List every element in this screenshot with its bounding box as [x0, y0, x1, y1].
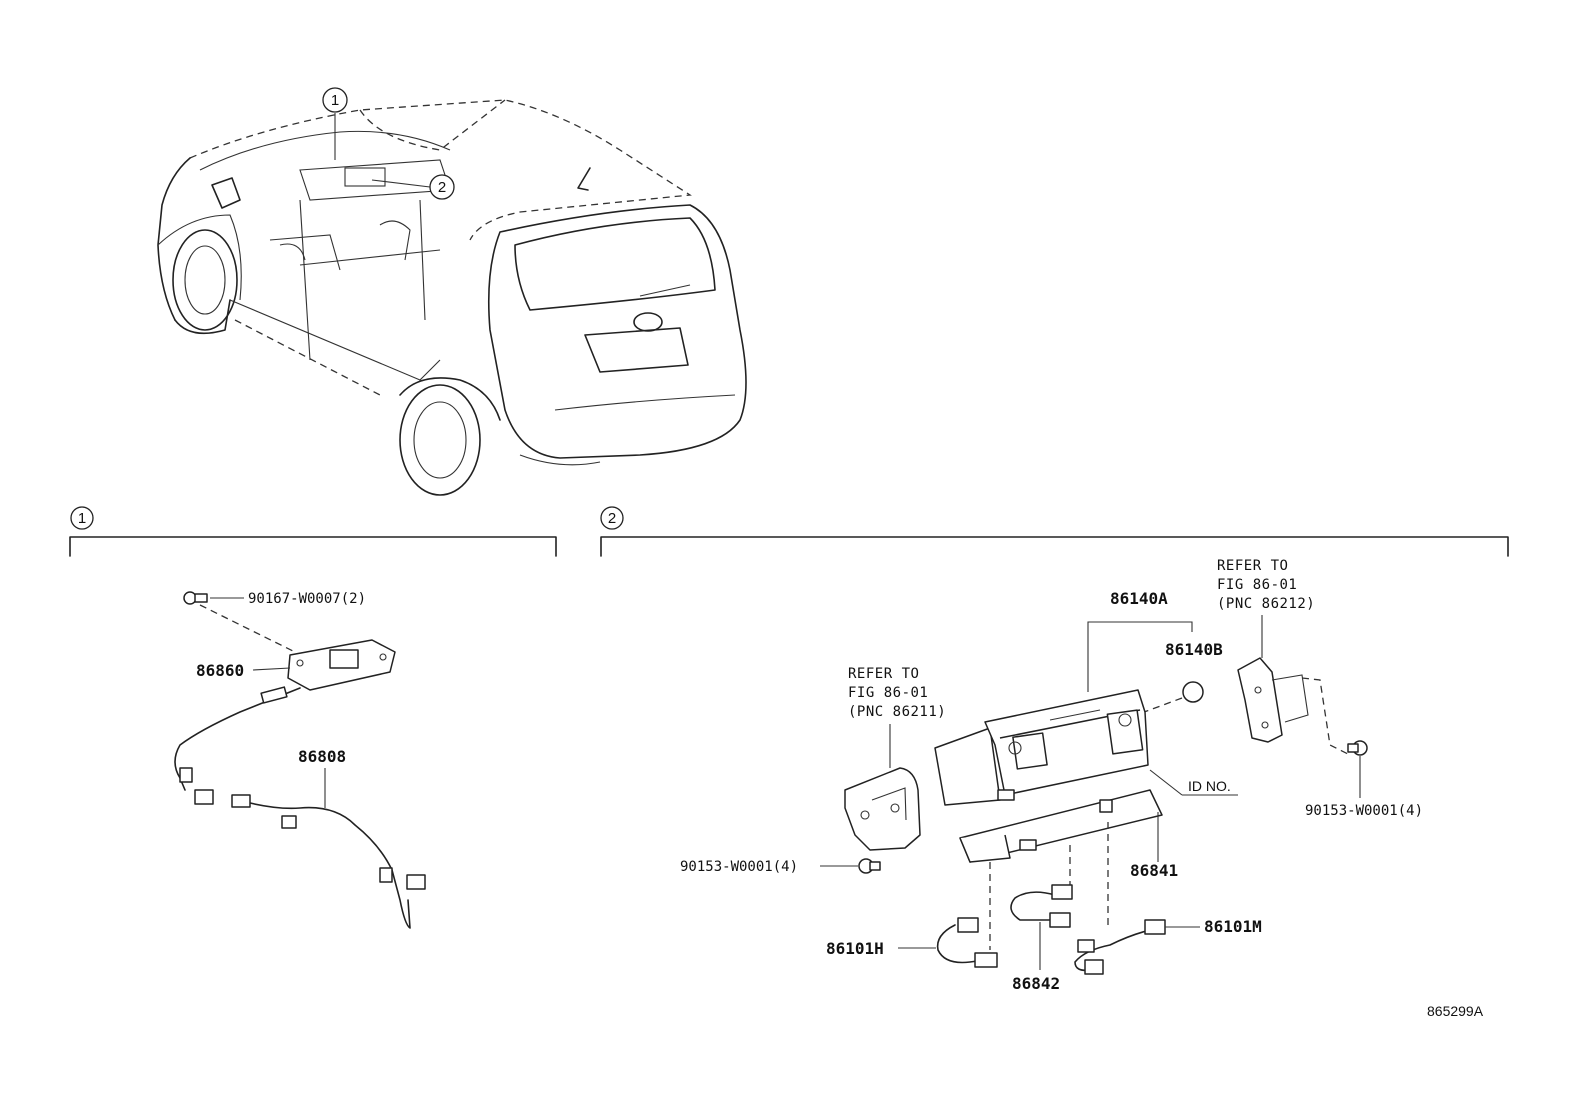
right-mounting-bracket — [1237, 657, 1309, 743]
cable-86101H — [936, 917, 998, 968]
section-1-marker: 1 — [70, 506, 94, 530]
connector-icon — [194, 789, 214, 805]
refer-right-line1: REFER TO — [1217, 558, 1288, 574]
label-id-no: ID NO. — [1188, 778, 1231, 794]
svg-text:2: 2 — [438, 179, 446, 196]
section-2: 2 REFER TO FIG 86-01 (PNC 86211) 90153-W… — [600, 506, 1509, 993]
bolt-90167-icon — [183, 591, 208, 605]
diagram-reference-number: 865299A — [1427, 1003, 1484, 1019]
label-90167-W0007: 90167-W0007(2) — [248, 591, 366, 607]
section-1-bracket — [69, 536, 557, 557]
left-mounting-bracket — [844, 767, 921, 851]
label-86860: 86860 — [196, 661, 244, 680]
vehicle-illustration — [157, 99, 747, 496]
refer-left-line2: FIG 86-01 — [848, 685, 928, 701]
connector-icon — [1049, 912, 1071, 928]
cable-86101M — [1074, 919, 1166, 975]
part-86140B-cap — [1182, 681, 1204, 703]
label-86808: 86808 — [298, 747, 346, 766]
connector-icon — [1084, 959, 1104, 975]
label-86101H: 86101H — [826, 939, 884, 958]
connector-icon — [406, 874, 426, 890]
refer-left-line1: REFER TO — [848, 666, 919, 682]
section-2-bracket — [600, 536, 1509, 557]
callout-1: 1 — [322, 87, 348, 113]
bolt-left-icon — [858, 858, 881, 874]
cable-86860 — [174, 687, 301, 791]
connector-icon — [974, 952, 998, 968]
bolt-right-icon — [1347, 740, 1368, 756]
refer-right-line3: (PNC 86212) — [1217, 596, 1315, 612]
label-90153-right: 90153-W0001(4) — [1305, 803, 1423, 819]
svg-text:2: 2 — [608, 510, 616, 527]
part-86841-module — [959, 789, 1163, 863]
label-86101M: 86101M — [1204, 917, 1262, 936]
part-86860-bracket — [287, 639, 396, 691]
label-86140B: 86140B — [1165, 640, 1223, 659]
svg-text:1: 1 — [78, 510, 86, 527]
connector-icon — [1144, 919, 1166, 935]
label-86841: 86841 — [1130, 861, 1178, 880]
callout-2: 2 — [429, 174, 455, 200]
refer-right-line2: FIG 86-01 — [1217, 577, 1297, 593]
section-2-marker: 2 — [600, 506, 624, 530]
label-90153-left: 90153-W0001(4) — [680, 859, 798, 875]
cable-86808 — [237, 799, 411, 929]
svg-text:1: 1 — [331, 92, 339, 109]
connector-icon — [957, 917, 979, 933]
label-86842: 86842 — [1012, 974, 1060, 993]
section-1: 1 90167-W0007(2) 86860 86808 — [69, 506, 557, 929]
refer-left-line3: (PNC 86211) — [848, 704, 946, 720]
cable-86842 — [1010, 884, 1073, 928]
connector-icon — [1051, 884, 1073, 900]
label-86140A: 86140A — [1110, 589, 1168, 608]
connector-icon — [231, 794, 251, 808]
part-86140A-head-unit — [934, 689, 1149, 806]
